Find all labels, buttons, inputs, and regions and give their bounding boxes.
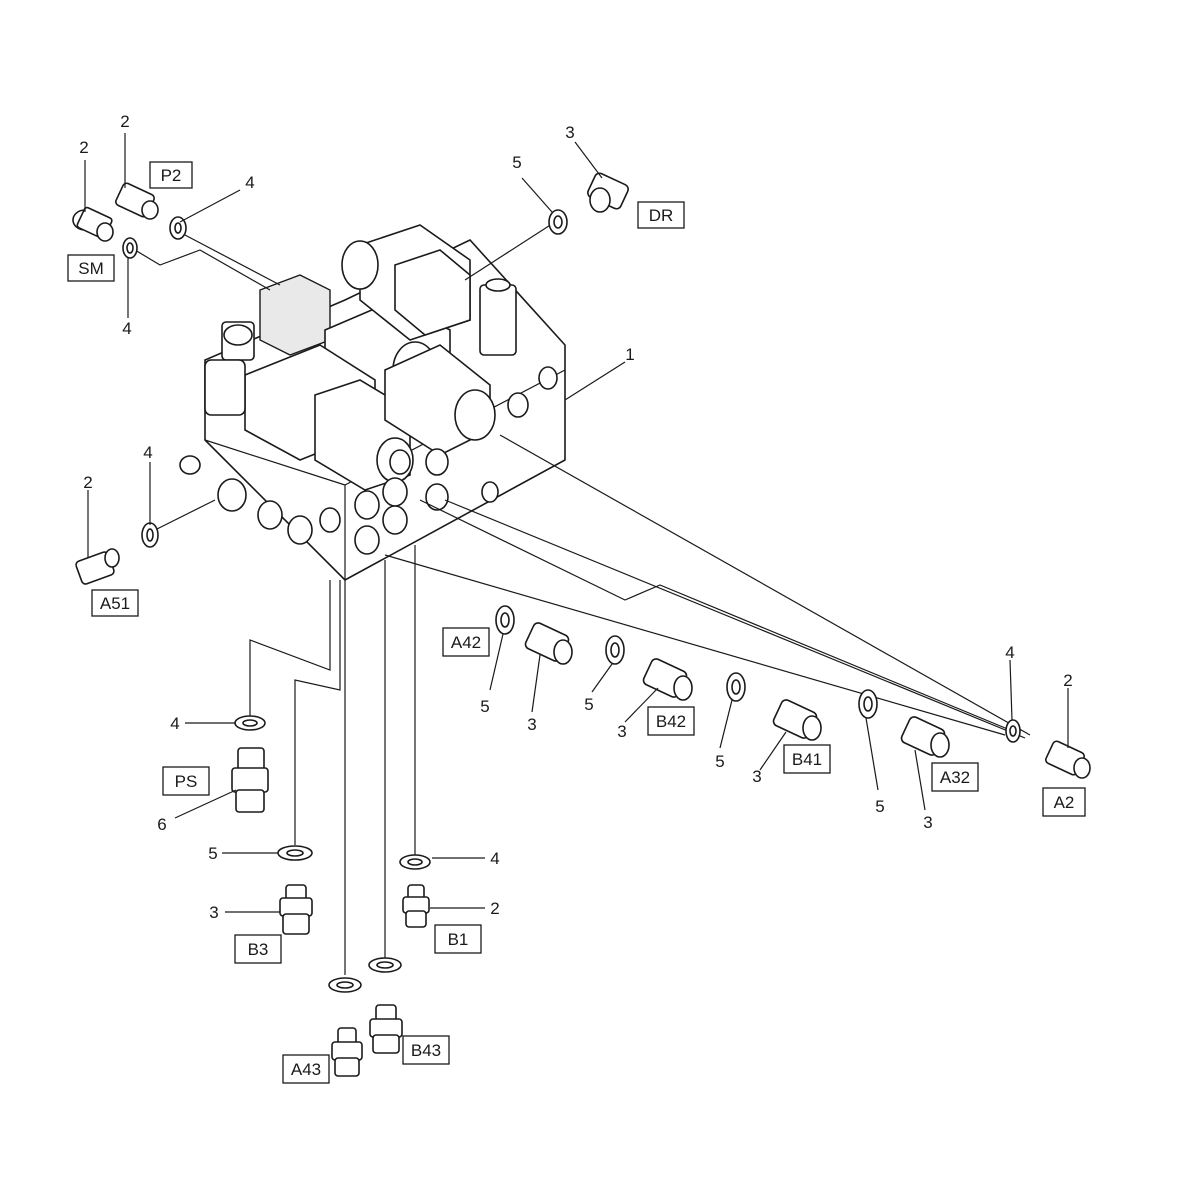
seal-a2-4	[1005, 719, 1021, 743]
port-label-a2-text: A2	[1054, 793, 1075, 812]
item-number-3-dr: 3	[565, 123, 574, 142]
item-number-5-a42: 5	[480, 697, 489, 716]
port-label-b3-text: B3	[248, 940, 269, 959]
item-number-4-p2: 4	[245, 173, 254, 192]
item-number-4-b1: 4	[490, 849, 499, 868]
seal-dr-5	[548, 209, 568, 235]
port-label-a43: A43	[282, 1054, 330, 1084]
port-label-dr: DR	[637, 201, 685, 229]
fitting-a43-3	[331, 1027, 363, 1077]
seal-a51-4	[141, 522, 159, 548]
port-label-p2: P2	[149, 161, 193, 189]
item-number-5-b3: 5	[208, 844, 217, 863]
fitting-p2-2	[115, 182, 159, 220]
seal-sm-4	[122, 237, 138, 259]
seal-b1-4	[399, 854, 431, 870]
fitting-a51-2	[75, 548, 120, 585]
port-label-ps-text: PS	[175, 772, 198, 791]
item-number-5-dr: 5	[512, 153, 521, 172]
item-number-3-b41: 3	[752, 767, 761, 786]
seal-p2-4	[169, 216, 187, 240]
item-number-3-a42: 3	[527, 715, 536, 734]
pressure-switch-ps-6	[231, 747, 269, 813]
port-label-a42: A42	[442, 627, 490, 657]
port-label-a32: A32	[931, 762, 979, 792]
port-label-a43-text: A43	[291, 1060, 321, 1079]
port-label-a51: A51	[91, 589, 139, 617]
item-number-2-sm: 2	[79, 138, 88, 157]
port-label-b41: B41	[783, 744, 831, 774]
item-number-2-a51: 2	[83, 473, 92, 492]
item-number-4-sm: 4	[122, 319, 131, 338]
port-label-b3: B3	[234, 934, 282, 964]
fitting-dr-3	[587, 172, 629, 213]
item-number-2-a2: 2	[1063, 671, 1072, 690]
port-label-a51-text: A51	[100, 594, 130, 613]
port-label-a2: A2	[1042, 787, 1086, 817]
seal-b43-5	[368, 957, 402, 973]
item-number-5-b42: 5	[584, 695, 593, 714]
seal-a42-5	[495, 605, 515, 635]
fitting-b1-2	[402, 884, 430, 928]
seal-b41-5	[726, 672, 746, 702]
port-label-b41-text: B41	[792, 750, 822, 769]
port-label-b1: B1	[434, 924, 482, 954]
port-label-a42-text: A42	[451, 633, 481, 652]
fitting-b41-3	[772, 699, 822, 741]
fitting-b42-3	[642, 658, 693, 701]
item-number-2-b1: 2	[490, 899, 499, 918]
item-number-5-b41: 5	[715, 752, 724, 771]
port-label-b42: B42	[647, 706, 695, 736]
item-number-6-ps: 6	[157, 815, 166, 834]
leader-lines	[134, 221, 1031, 975]
port-label-b42-text: B42	[656, 712, 686, 731]
port-label-p2-text: P2	[161, 166, 182, 185]
item-number-1: 1	[625, 345, 634, 364]
seal-b3-5	[277, 845, 313, 861]
port-label-sm-text: SM	[78, 259, 104, 278]
fitting-sm-2	[72, 206, 114, 242]
item-number-4-a2: 4	[1005, 643, 1014, 662]
item-number-4-a51: 4	[143, 443, 152, 462]
item-number-3-b3: 3	[209, 903, 218, 922]
port-label-b43-text: B43	[411, 1041, 441, 1060]
seal-b42-5	[605, 635, 625, 665]
manifold-block	[179, 224, 566, 581]
port-label-a32-text: A32	[940, 768, 970, 787]
seal-a43-5	[328, 977, 362, 993]
item-number-3-b42: 3	[617, 722, 626, 741]
port-label-b43: B43	[402, 1035, 450, 1065]
item-number-5-a32: 5	[875, 797, 884, 816]
seal-ps-4	[234, 715, 266, 731]
fitting-b43-3	[369, 1004, 403, 1054]
fitting-a32-3	[900, 716, 950, 758]
item-numbers: 1 2 2 2 2 2 3 3 3 3 3 3 4 4 4 4 4 4 5 5 …	[79, 112, 1072, 922]
item-number-4-ps: 4	[170, 714, 179, 733]
fitting-a42-3	[524, 622, 573, 665]
item-number-3-a32: 3	[923, 813, 932, 832]
port-label-b1-text: B1	[448, 930, 469, 949]
port-label-ps: PS	[162, 766, 210, 796]
item-number-2-p2: 2	[120, 112, 129, 131]
fitting-a2-2	[1045, 740, 1091, 779]
port-label-dr-text: DR	[649, 206, 674, 225]
item-number-leaders	[84, 133, 1069, 913]
seal-a32-5	[858, 689, 878, 719]
fitting-b3-3	[279, 884, 313, 935]
port-label-sm: SM	[67, 254, 115, 282]
